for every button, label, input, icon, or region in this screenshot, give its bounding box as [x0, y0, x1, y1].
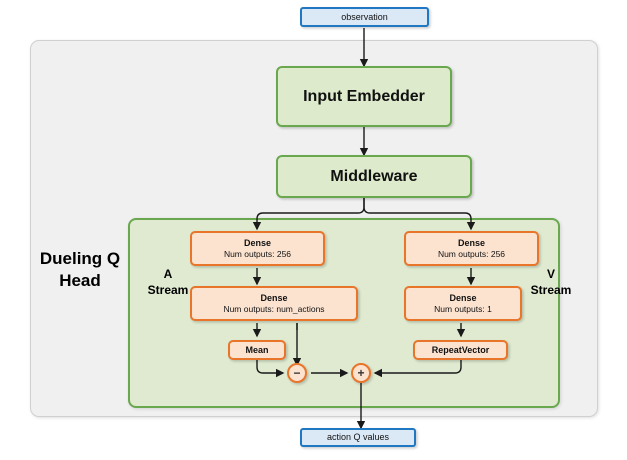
v-stream-label-line2: Stream — [530, 283, 572, 297]
input-embedder-label: Input Embedder — [303, 87, 425, 105]
a-dense-256-title: Dense — [243, 237, 271, 248]
dueling-q-head-label: Dueling Q Head — [32, 248, 128, 292]
repeat-vector-node[interactable]: RepeatVector — [413, 340, 508, 360]
a-dense-256-node[interactable]: Dense Num outputs: 256 — [190, 231, 325, 266]
v-dense-256-node[interactable]: Dense Num outputs: 256 — [404, 231, 539, 266]
input-embedder-node[interactable]: Input Embedder — [276, 66, 452, 127]
v-stream-label: V Stream — [520, 266, 582, 298]
v-stream-label-line1: V — [546, 267, 555, 281]
a-dense-num-actions-node[interactable]: Dense Num outputs: num_actions — [190, 286, 358, 321]
observation-node[interactable]: observation — [300, 7, 429, 27]
observation-label: observation — [341, 11, 388, 22]
wire-middleware-to-a-dense — [252, 198, 365, 231]
a-stream-label: A Stream — [140, 266, 196, 298]
middleware-label: Middleware — [330, 167, 418, 185]
add-symbol: + — [357, 366, 365, 380]
middleware-node[interactable]: Middleware — [276, 155, 472, 198]
mean-label: Mean — [245, 344, 269, 355]
a-dense-256-subtitle: Num outputs: 256 — [223, 248, 292, 259]
add-operator-node[interactable]: + — [351, 363, 371, 383]
v-dense-1-subtitle: Num outputs: 1 — [434, 303, 492, 314]
v-dense-1-title: Dense — [449, 292, 477, 303]
wire-repeatvector-to-plus — [373, 360, 462, 378]
v-dense-256-title: Dense — [457, 237, 485, 248]
repeat-vector-label: RepeatVector — [431, 344, 490, 355]
a-stream-label-line1: A — [163, 267, 173, 281]
subtract-symbol: − — [293, 366, 301, 380]
wire-middleware-to-v-dense — [363, 198, 476, 231]
subtract-operator-node[interactable]: − — [287, 363, 307, 383]
action-q-values-node[interactable]: action Q values — [300, 428, 416, 447]
action-q-values-label: action Q values — [326, 432, 390, 442]
mean-node[interactable]: Mean — [228, 340, 286, 360]
wire-mean-to-minus — [256, 360, 285, 378]
a-stream-label-line2: Stream — [147, 283, 189, 297]
dueling-q-head-label-line1: Dueling Q — [39, 249, 121, 268]
v-dense-256-subtitle: Num outputs: 256 — [437, 248, 506, 259]
a-dense-num-actions-title: Dense — [260, 292, 288, 303]
dueling-q-head-label-line2: Head — [59, 271, 101, 290]
v-dense-1-node[interactable]: Dense Num outputs: 1 — [404, 286, 522, 321]
a-dense-num-actions-subtitle: Num outputs: num_actions — [223, 303, 325, 314]
